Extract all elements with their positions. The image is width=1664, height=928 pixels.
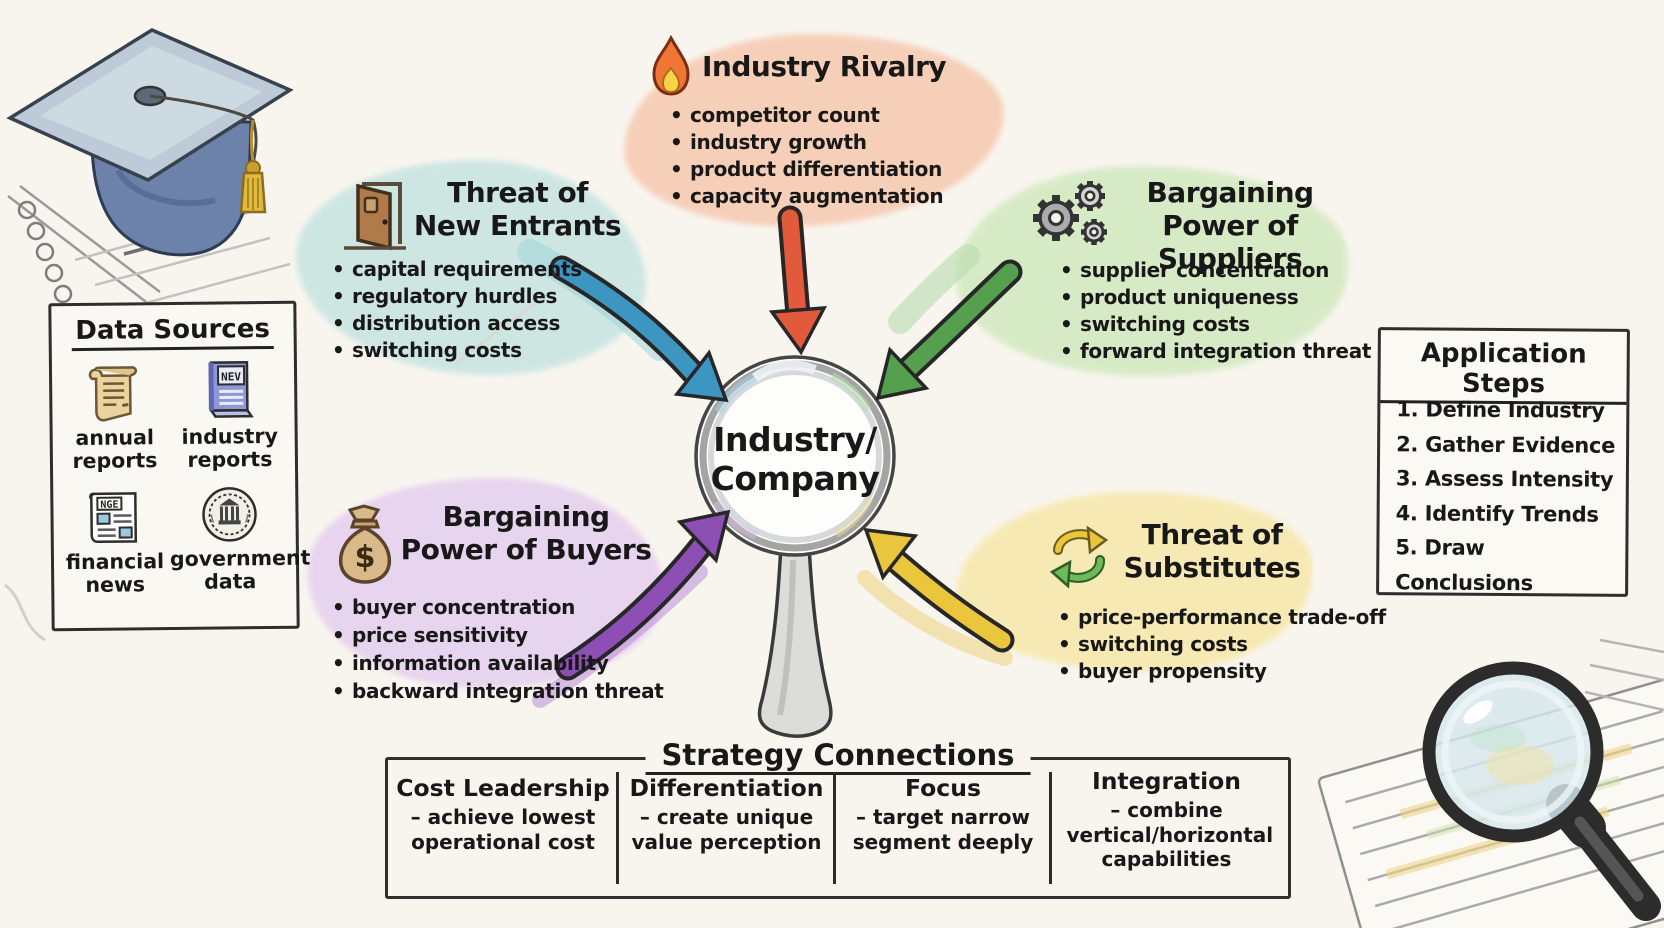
strategy-integration: Integration – combine vertical/horizonta… bbox=[1051, 760, 1282, 896]
application-step: 2. Gather Evidence bbox=[1396, 431, 1616, 458]
bullet-item: industry growth bbox=[668, 129, 943, 156]
book-icon: NEV bbox=[208, 360, 254, 418]
newspaper-masthead-text: NGE bbox=[100, 500, 118, 511]
strategy-name: Focus bbox=[905, 774, 981, 802]
strategy-cost-leadership: Cost Leadership – achieve lowest operati… bbox=[388, 760, 618, 896]
bullet-item: supplier concentration bbox=[1058, 257, 1371, 284]
substitutes-bullets: price-performance trade-off switching co… bbox=[1056, 604, 1386, 685]
newspaper-icon: NGE bbox=[89, 492, 138, 544]
application-steps-list: 1. Define Industry 2. Gather Evidence 3.… bbox=[1395, 392, 1626, 601]
strategy-description: – target narrow segment deeply bbox=[852, 805, 1034, 854]
bullet-item: competitor count bbox=[668, 102, 943, 129]
data-sources-panel: Data Sources annual reports NEV industry… bbox=[48, 300, 311, 632]
bullet-item: distribution access bbox=[330, 310, 582, 337]
strategy-name: Differentiation bbox=[629, 774, 824, 802]
rivalry-bullets: competitor count industry growth product… bbox=[668, 102, 944, 210]
application-step: 4. Identify Trends bbox=[1395, 500, 1599, 527]
scroll-icon bbox=[88, 366, 138, 422]
data-source-label: financial news bbox=[65, 549, 165, 597]
bullet-item: switching costs bbox=[1058, 311, 1371, 338]
strategy-columns: Cost Leadership – achieve lowest operati… bbox=[388, 760, 1288, 896]
bullet-item: regulatory hurdles bbox=[330, 283, 582, 310]
data-source-label: industry reports bbox=[181, 423, 279, 472]
data-source-industry-reports: NEV industry reports bbox=[172, 358, 287, 472]
bullet-item: information availability bbox=[330, 649, 664, 677]
strategy-description: – combine vertical/horizontal capabiliti… bbox=[1066, 798, 1274, 871]
bullet-item: buyer propensity bbox=[1056, 658, 1386, 685]
bullet-item: forward integration threat bbox=[1058, 338, 1371, 365]
bullet-item: price sensitivity bbox=[330, 621, 664, 649]
data-source-annual-reports: annual reports bbox=[60, 361, 169, 473]
data-source-financial-news: NGE financial news bbox=[59, 487, 170, 597]
strategy-description: – achieve lowest operational cost bbox=[410, 805, 596, 854]
application-step: 3. Assess Intensity bbox=[1395, 466, 1614, 492]
strategy-name: Cost Leadership bbox=[396, 774, 610, 802]
center-label-line1: Industry/ bbox=[713, 420, 877, 459]
data-source-government-data: government data bbox=[169, 484, 311, 594]
strategy-focus: Focus – target narrow segment deeply bbox=[835, 760, 1051, 896]
application-step: 5. Draw Conclusions bbox=[1395, 535, 1533, 595]
strategy-description: – create unique value perception bbox=[631, 805, 822, 854]
strategy-differentiation: Differentiation – create unique value pe… bbox=[618, 760, 835, 896]
data-sources-title: Data Sources bbox=[51, 313, 293, 352]
bullet-item: buyer concentration bbox=[330, 593, 664, 621]
column-divider bbox=[833, 772, 836, 884]
application-steps-panel: Application Steps 1. Define Industry 2. … bbox=[1376, 327, 1630, 597]
buyers-bullets: buyer concentration price sensitivity in… bbox=[330, 593, 664, 705]
graduation-cap-icon bbox=[6, 28, 294, 257]
bullet-item: capital requirements bbox=[330, 256, 582, 283]
entrants-title: Threat of New Entrants bbox=[413, 176, 622, 242]
column-divider bbox=[616, 772, 619, 884]
bullet-item: switching costs bbox=[330, 337, 582, 364]
bullet-item: product uniqueness bbox=[1058, 284, 1371, 311]
column-divider bbox=[1049, 772, 1052, 884]
suppliers-bullets: supplier concentration product uniquenes… bbox=[1058, 257, 1371, 365]
data-source-label: annual reports bbox=[72, 425, 158, 474]
center-magnifier bbox=[694, 355, 896, 738]
application-step: 1. Define Industry bbox=[1396, 397, 1605, 423]
center-label-line2: Company bbox=[710, 459, 880, 498]
book-cover-text: NEV bbox=[221, 370, 241, 383]
bullet-item: product differentiation bbox=[668, 156, 943, 183]
buyers-title: Bargaining Power of Buyers bbox=[400, 500, 652, 566]
bullet-item: backward integration threat bbox=[330, 677, 664, 705]
strategy-name: Integration bbox=[1091, 767, 1242, 795]
center-label: Industry/ Company bbox=[695, 420, 895, 498]
strategy-connections-title: Strategy Connections bbox=[645, 738, 1031, 775]
substitutes-title: Threat of Substitutes bbox=[1123, 518, 1301, 584]
bullet-item: price-performance trade-off bbox=[1056, 604, 1386, 631]
rivalry-title: Industry Rivalry bbox=[702, 50, 947, 83]
bullet-item: switching costs bbox=[1056, 631, 1386, 658]
entrants-bullets: capital requirements regulatory hurdles … bbox=[330, 256, 582, 364]
magnifying-glass-decoration bbox=[1422, 661, 1661, 921]
rivalry-arrow bbox=[768, 205, 828, 356]
bullet-item: capacity augmentation bbox=[668, 183, 944, 210]
seal-icon bbox=[202, 487, 257, 542]
data-source-label: government data bbox=[169, 545, 311, 594]
strategy-connections-panel: Strategy Connections Cost Leadership – a… bbox=[385, 738, 1291, 899]
